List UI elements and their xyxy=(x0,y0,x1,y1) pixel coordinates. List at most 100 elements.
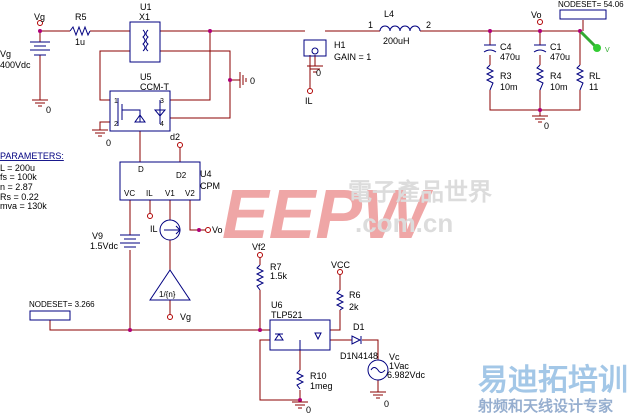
label-vg-input: Vg xyxy=(180,312,191,322)
current-source-u4[interactable] xyxy=(159,219,181,241)
label-r6-value: 2k xyxy=(349,302,359,312)
resistor-r6[interactable] xyxy=(335,289,345,311)
label-u6-value: TLP521 xyxy=(271,310,303,320)
label-v9: V9 xyxy=(92,231,103,241)
label-h1: H1 xyxy=(334,40,346,50)
label-c4-value: 470u xyxy=(500,52,520,62)
diode-d1[interactable] xyxy=(351,335,362,345)
label-h1-value: GAIN = 1 xyxy=(334,52,371,62)
capacitor-c4[interactable] xyxy=(483,44,497,53)
label-r4: R4 xyxy=(550,71,562,81)
label-r7-value: 1.5k xyxy=(270,271,288,281)
ac-source-vc[interactable] xyxy=(367,359,389,381)
watermark-brand: 易迪拓培训 xyxy=(478,363,628,397)
transformer-u1[interactable] xyxy=(129,21,161,63)
parameters-heading: PARAMETERS: xyxy=(0,151,64,161)
wires xyxy=(39,20,584,401)
label-u4-pin-d2: D2 xyxy=(176,171,187,180)
ground-symbols xyxy=(32,65,548,409)
nodeset-top-marker[interactable] xyxy=(559,9,607,20)
resistor-rl[interactable] xyxy=(575,64,585,91)
parameter-item: Rs = 0.22 xyxy=(0,192,39,202)
label-vc: Vc xyxy=(389,352,400,362)
label-u5-pin1: 1 xyxy=(114,98,118,105)
capacitor-c1[interactable] xyxy=(533,44,547,53)
label-u4: U4 xyxy=(200,169,212,179)
label-vo: Vo xyxy=(531,10,542,20)
resistor-r5[interactable] xyxy=(69,25,91,37)
inductor-l4[interactable] xyxy=(379,25,421,32)
label-r7: R7 xyxy=(270,262,282,272)
label-r4-value: 10m xyxy=(550,82,568,92)
label-u4-pin-vc: VC xyxy=(124,189,135,198)
battery-v9[interactable] xyxy=(120,234,140,248)
controller-u4[interactable] xyxy=(119,161,201,201)
net-nodes xyxy=(37,19,543,320)
watermark-cn: 電子產品世界 xyxy=(348,178,492,206)
label-gnd: 0 xyxy=(316,68,321,78)
resistor-r4[interactable] xyxy=(535,64,545,91)
label-rl-value: 11 xyxy=(589,82,598,92)
label-u4-pin-v1: V1 xyxy=(165,189,175,198)
gain-block[interactable] xyxy=(149,269,191,301)
label-il-source: IL xyxy=(150,224,158,234)
label-u5-pin4: 4 xyxy=(160,121,164,128)
label-gnd: 0 xyxy=(544,121,549,131)
voltage-probe[interactable] xyxy=(579,30,601,52)
label-r10: R10 xyxy=(310,371,327,381)
label-l4-pin2: 2 xyxy=(426,20,431,30)
label-u5-pin3: 3 xyxy=(160,98,164,105)
resistor-r10[interactable] xyxy=(295,369,305,390)
parameter-item: fs = 100k xyxy=(0,172,37,182)
label-u4-value: CPM xyxy=(200,181,220,191)
switch-u5[interactable] xyxy=(109,90,171,132)
parameter-item: mva = 130k xyxy=(0,201,47,211)
label-gnd: 0 xyxy=(250,76,255,86)
label-vo-source: Vo xyxy=(212,225,223,235)
label-u4-pin-il: IL xyxy=(146,189,153,198)
component-vg-battery[interactable] xyxy=(30,41,50,56)
label-vf2: Vf2 xyxy=(252,242,266,252)
label-vc-ac: 1Vac xyxy=(389,361,409,371)
label-gnd: 0 xyxy=(384,399,389,409)
label-nodeset-top: NODESET= 54.06 xyxy=(558,0,624,9)
optocoupler-u6[interactable] xyxy=(269,319,331,351)
label-c4: C4 xyxy=(500,42,512,52)
label-gain-block: 1/{n} xyxy=(159,290,176,299)
parameter-item: n = 2.87 xyxy=(0,182,33,192)
label-u5: U5 xyxy=(140,72,152,82)
current-sensor-h1[interactable] xyxy=(303,39,327,57)
label-u5-pin2: 2 xyxy=(114,121,118,128)
label-vcc: VCC xyxy=(331,260,351,270)
label-v9-value: 1.5Vdc xyxy=(90,241,119,251)
label-r6: R6 xyxy=(349,290,361,300)
label-rl: RL xyxy=(589,71,601,81)
label-r10-value: 1meg xyxy=(310,381,333,391)
label-u5-value: CCM-T xyxy=(140,82,169,92)
label-d2: d2 xyxy=(170,132,180,142)
resistor-r3[interactable] xyxy=(485,64,495,91)
label-c1: C1 xyxy=(550,42,562,52)
label-r3: R3 xyxy=(500,71,512,81)
label-vg-node: Vg xyxy=(34,12,45,22)
label-r5: R5 xyxy=(75,12,87,22)
nodeset-left-marker[interactable] xyxy=(29,310,71,321)
label-probe: V xyxy=(605,47,610,54)
watermark: EEPW 電子產品世界 .com.cn 易迪拓培训 射频和天线设计专家 xyxy=(222,175,628,415)
resistor-r7[interactable] xyxy=(255,264,265,291)
label-u1-value: X1 xyxy=(139,12,150,22)
label-gnd: 0 xyxy=(106,138,111,148)
label-vg: Vg xyxy=(0,49,11,59)
parameter-item: L = 200u xyxy=(0,163,35,173)
label-u4-pin-v2: V2 xyxy=(185,189,195,198)
watermark-eepw: EEPW xyxy=(222,175,434,253)
label-vc-dc: 6.982Vdc xyxy=(387,370,426,380)
watermark-domain: .com.cn xyxy=(355,208,453,238)
label-u4-pin-d: D xyxy=(138,165,144,174)
label-d1-value: D1N4148 xyxy=(340,351,378,361)
label-gnd: 0 xyxy=(306,405,311,415)
watermark-slogan: 射频和天线设计专家 xyxy=(477,397,613,415)
